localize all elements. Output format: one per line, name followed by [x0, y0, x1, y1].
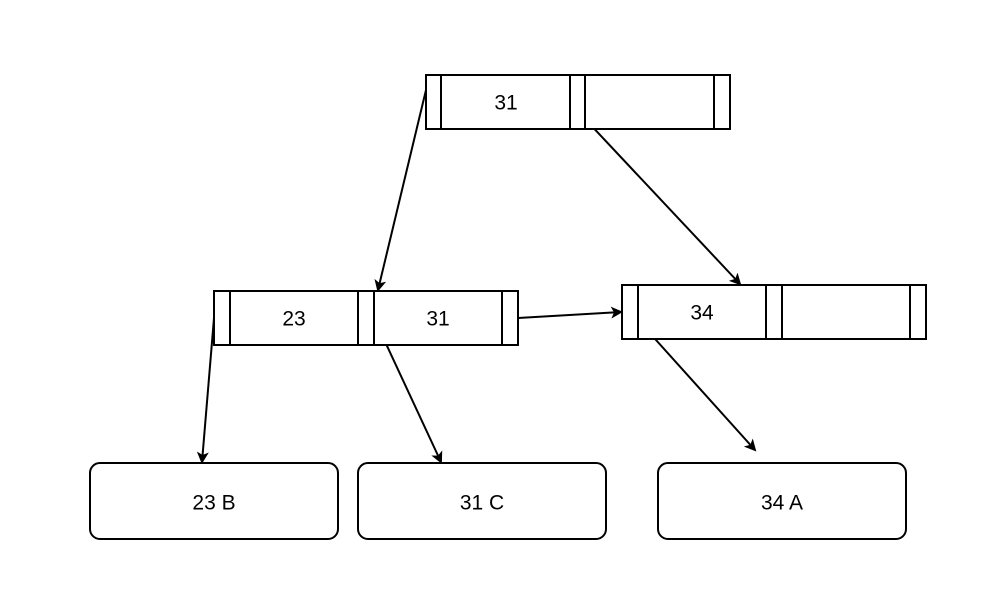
internal-node-right: 34 [621, 284, 927, 340]
left-node-key-2: 31 [426, 308, 449, 331]
leaf-34a-label: 34 A [761, 492, 803, 515]
edges [196, 89, 757, 464]
root-key-1: 31 [494, 92, 517, 115]
root-node: 31 [425, 74, 731, 130]
leaf-31c-label: 31 C [460, 492, 504, 515]
edge-left-node-to-right-node [517, 306, 623, 319]
edge-root-to-left-node [374, 89, 427, 292]
right-node-key-1: 34 [690, 302, 714, 325]
leaf-node-23b: 23 B [89, 462, 339, 540]
edge-right-node-to-leaf-34a [637, 319, 757, 452]
leaf-node-31c: 31 C [357, 462, 607, 540]
leaf-23b-label: 23 B [192, 492, 235, 515]
edge-left-node-to-leaf-23b [196, 317, 215, 464]
leaf-node-34a: 34 A [657, 462, 907, 540]
left-node-key-1: 23 [282, 308, 305, 331]
edge-root-to-right-node [570, 103, 742, 286]
internal-node-left: 23 31 [213, 290, 519, 346]
